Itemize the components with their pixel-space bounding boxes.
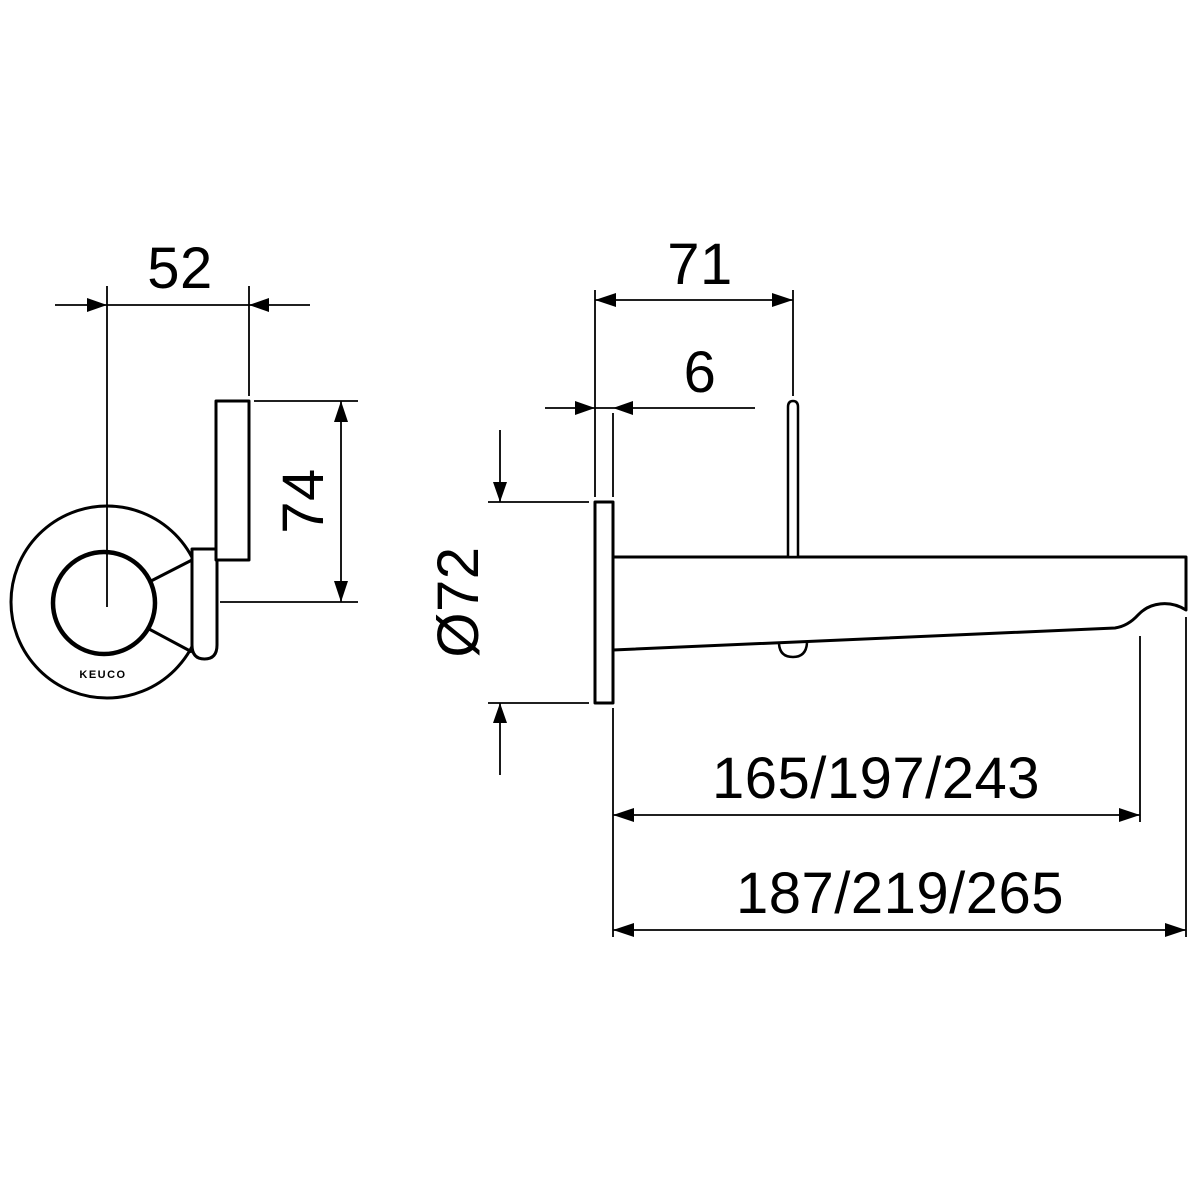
dim-label-total-projection: 187/219/265 — [736, 861, 1064, 926]
dim-label-front-width: 52 — [147, 236, 213, 301]
handle-knob — [50, 549, 158, 657]
lever-handle-bar — [214, 399, 251, 562]
arrow-reach-left — [613, 808, 634, 822]
lever-rod — [786, 399, 800, 559]
dim-label-plate-thickness: 6 — [684, 340, 717, 405]
dim-label-plate-diameter: Ø72 — [426, 546, 491, 657]
arrow-6-right — [613, 401, 633, 415]
arrow-total-right — [1165, 923, 1186, 937]
arrow-d72-top — [493, 482, 507, 502]
lever-joint-detail — [777, 642, 809, 659]
brand-logo: KEUCO — [79, 669, 126, 681]
arrow-71-left — [595, 293, 616, 307]
arrow-total-left — [613, 923, 634, 937]
wall-plate — [593, 500, 615, 705]
lever-boss — [190, 547, 219, 661]
front-view: KEUCO 52 74 — [9, 236, 358, 700]
lever-arm-line-top — [150, 558, 193, 583]
arrow-52-right — [249, 298, 269, 312]
lever-arm-line-bottom — [148, 627, 193, 654]
arrow-reach-right — [1119, 808, 1140, 822]
dim-label-lever-offset: 71 — [667, 232, 733, 297]
arrow-6-left — [575, 401, 595, 415]
side-view: 71 6 Ø72 165/197/243 — [426, 232, 1188, 937]
arrow-74-top — [334, 401, 348, 422]
arrow-74-bottom — [334, 581, 348, 602]
spout — [611, 555, 1188, 652]
dim-label-front-height: 74 — [271, 468, 336, 534]
arrow-d72-bottom — [493, 703, 507, 723]
arrow-52-left — [87, 298, 107, 312]
dim-label-spout-reach: 165/197/243 — [712, 746, 1040, 811]
arrow-71-right — [772, 293, 793, 307]
